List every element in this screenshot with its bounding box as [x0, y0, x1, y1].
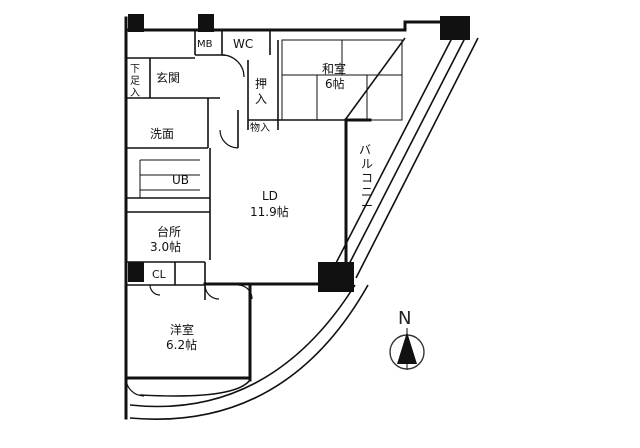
- label-ld: LD: [262, 189, 278, 203]
- tatami-mats: [281, 39, 403, 121]
- doors: [125, 54, 253, 397]
- label-daidokoro-size: 3.0帖: [150, 239, 181, 254]
- label-yoshitsu-size: 6.2帖: [166, 337, 197, 352]
- label-ub: UB: [172, 173, 189, 187]
- room-labels: MB WC 下 足 入 玄関 押 入 和室 6帖 物入 洗面 UB LD 11.…: [130, 37, 373, 352]
- label-closet: 物入: [250, 121, 270, 134]
- label-senmen: 洗面: [150, 127, 174, 141]
- label-washitsu: 和室: [322, 61, 346, 76]
- label-shoe-3: 入: [130, 88, 140, 99]
- north-label: N: [398, 308, 411, 329]
- label-washitsu-size: 6帖: [325, 76, 345, 91]
- label-mb: MB: [197, 39, 213, 50]
- outer-walls: [124, 16, 452, 420]
- label-yoshitsu: 洋室: [170, 322, 194, 337]
- label-genkan: 玄関: [156, 70, 180, 85]
- label-oshiire-1: 押: [255, 77, 267, 91]
- label-balcony-4: ニ: [361, 185, 373, 199]
- balcony-rails: [129, 37, 479, 420]
- label-daidokoro: 台所: [157, 224, 181, 239]
- label-balcony-1: バ: [359, 143, 371, 157]
- label-balcony-3: コ: [361, 171, 373, 185]
- label-cl: CL: [152, 268, 167, 281]
- label-shoe-1: 下: [130, 64, 140, 75]
- bath-tiles: [139, 159, 200, 198]
- pillars: [128, 14, 470, 292]
- label-balcony-5: ー: [361, 199, 373, 213]
- north-compass: N: [389, 308, 425, 370]
- north-arrow-icon: [397, 332, 417, 364]
- label-balcony-2: ル: [361, 157, 373, 171]
- label-shoe-2: 足: [130, 75, 140, 87]
- label-ld-size: 11.9帖: [250, 204, 289, 219]
- label-wc: WC: [233, 37, 253, 51]
- label-oshiire-2: 入: [255, 92, 267, 106]
